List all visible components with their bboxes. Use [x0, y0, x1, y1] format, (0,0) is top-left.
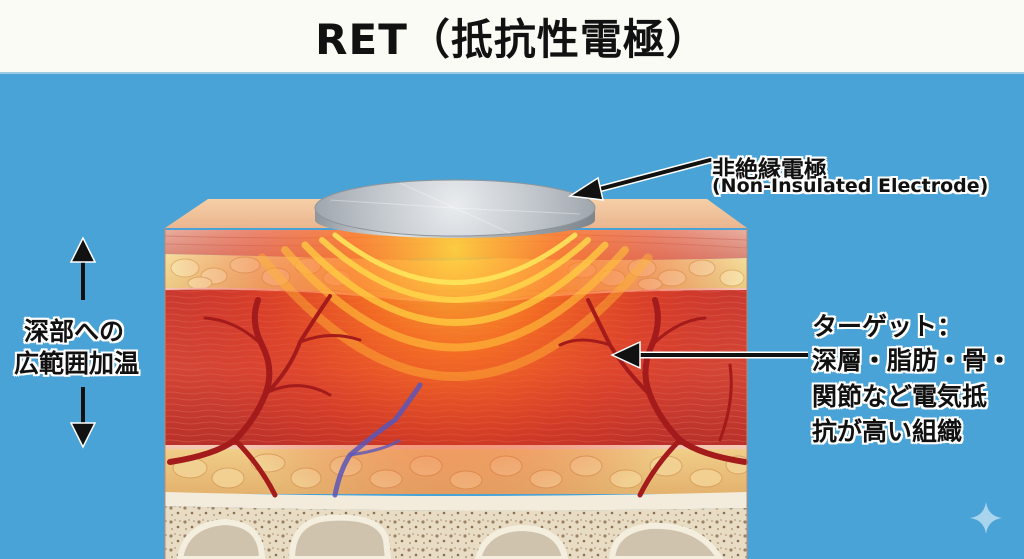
target-label-line1: ターゲット：: [812, 312, 963, 341]
marrow-cavity: [608, 522, 726, 559]
heat-glow: [165, 230, 747, 494]
title-band: RET（抵抗性電極）: [0, 0, 1024, 74]
electrode-pointer-arrow: [567, 156, 714, 201]
electrode-label-en: (Non-Insulated Electrode): [712, 175, 989, 197]
target-label-line4: 抗が高い組織: [812, 417, 963, 446]
vein: [332, 382, 423, 498]
bone-cortex-layer: [165, 492, 747, 511]
target-label-line2: 深層・脂肪・骨・: [812, 346, 1013, 375]
arrow-down-icon: [69, 387, 97, 449]
page-title: RET（抵抗性電極）: [315, 15, 709, 64]
marrow-cavity: [474, 524, 569, 559]
sparkle-icon: [970, 502, 1002, 534]
blood-vessels: [167, 294, 748, 498]
marrow-cavity: [288, 514, 392, 559]
electrode-top: [314, 179, 596, 237]
marrow-cavity: [176, 518, 266, 559]
target-pointer-arrow: [610, 340, 808, 370]
target-label-line3: 関節など電気抵: [812, 382, 988, 411]
deep-heating-label-line1: 深部への: [24, 317, 125, 346]
electrode-label-jp: 非絶縁電極: [712, 157, 827, 183]
deep-heating-label-line2: 広範囲加温: [14, 349, 140, 378]
electrode-disc: [314, 179, 596, 238]
arrow-up-icon: [69, 236, 97, 300]
